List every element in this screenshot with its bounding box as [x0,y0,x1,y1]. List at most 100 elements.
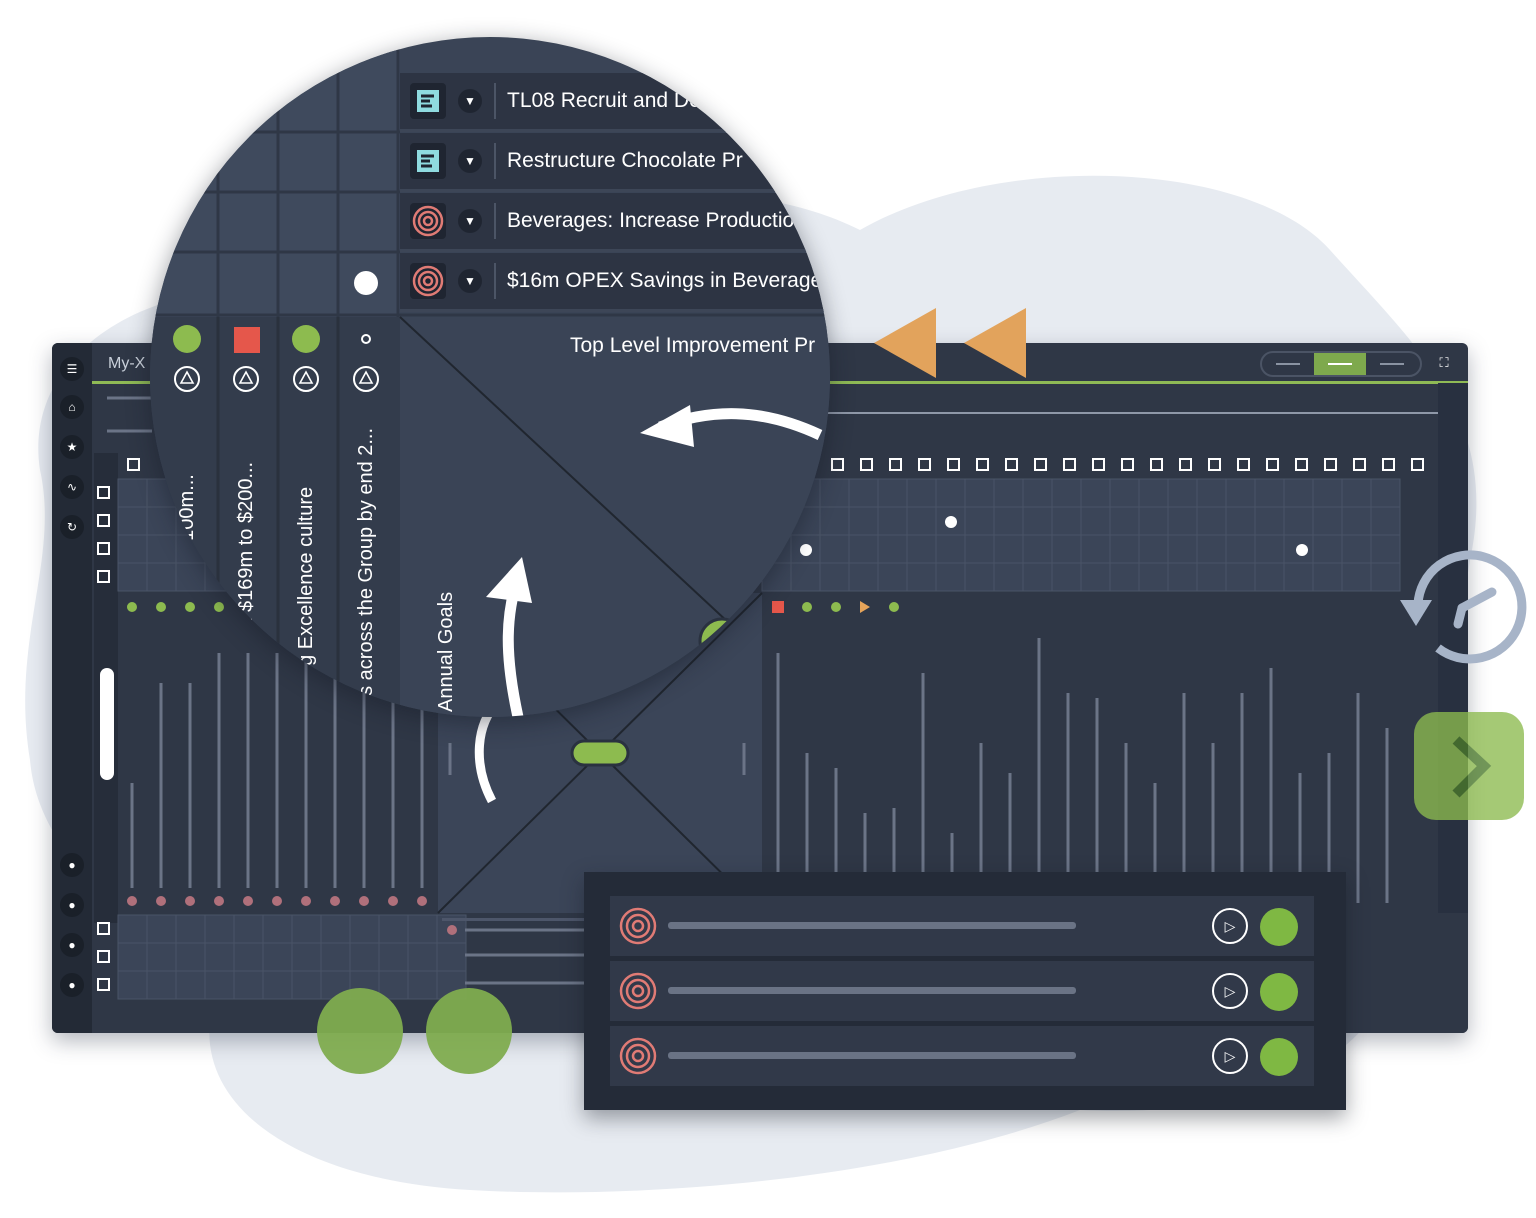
matrix-cell [117,478,148,508]
view-option-2[interactable] [1314,353,1366,375]
matrix-cell [1370,478,1401,508]
matrix-cell [407,942,438,972]
panel-row[interactable]: ▷ [610,1026,1314,1086]
matrix-cell [1022,562,1053,592]
checkbox [831,458,844,471]
checkbox [1237,458,1250,471]
matrix-cell [320,942,351,972]
matrix-cell [117,506,148,536]
matrix-cell [1080,478,1111,508]
document-icon [410,143,446,179]
matrix-cell [877,534,908,564]
matrix-cell [848,478,879,508]
matrix-cell [1051,506,1082,536]
checkbox [1208,458,1221,471]
checkbox [918,458,931,471]
matrix-cell [1138,478,1169,508]
view-option-1[interactable] [1262,353,1314,375]
dot-icon[interactable]: ● [60,893,84,917]
matrix-cell [117,970,148,1000]
checkbox [1324,458,1337,471]
matrix-cell [1138,562,1169,592]
menu-icon[interactable]: ☰ [60,357,84,381]
column-label: gs across the Group by end 2... [355,427,377,707]
bar-dot [243,896,253,906]
document-icon [410,83,446,119]
star-icon[interactable]: ★ [60,435,84,459]
fullscreen-icon[interactable]: ⛶ [1439,355,1449,370]
chevron-right-icon [1452,736,1492,798]
checkbox [1266,458,1279,471]
lens-row[interactable]: ▼ Beverages: Increase Productio [400,193,830,252]
checkbox [97,514,110,527]
matrix-cell [262,942,293,972]
lens-row[interactable]: ▼ $16m OPEX Savings in Beverage [400,253,830,312]
bar-dot [214,896,224,906]
play-icon[interactable]: ▷ [1212,1038,1248,1074]
matrix-cell [848,534,879,564]
dot-icon[interactable]: ● [60,973,84,997]
matrix-cell [407,970,438,1000]
checkbox [889,458,902,471]
chevron-down-icon[interactable]: ▼ [458,209,482,233]
matrix-cell [935,478,966,508]
bar-dot [388,896,398,906]
checkbox [1179,458,1192,471]
lens-row[interactable]: ▼ TL08 Recruit and De [400,73,830,132]
matrix-cell [1312,534,1343,564]
matrix-cell [1283,562,1314,592]
matrix-cell [1341,506,1372,536]
play-icon[interactable]: ▷ [1212,973,1248,1009]
matrix-cell [1312,562,1343,592]
bar-dot [272,896,282,906]
matrix-cell [117,914,148,944]
status-dot [127,602,137,612]
row-label: $16m OPEX Savings in Beverage [507,269,823,292]
refresh-icon[interactable]: ↻ [60,515,84,539]
checkbox [1353,458,1366,471]
matrix-cell [906,478,937,508]
matrix-cell [993,478,1024,508]
decorative-green-dot [317,988,403,1074]
chevron-down-icon[interactable]: ▼ [458,269,482,293]
panel-row[interactable]: ▷ [610,896,1314,956]
matrix-cell [993,562,1024,592]
matrix-cell [906,534,937,564]
matrix-cell [906,562,937,592]
chevron-down-icon[interactable]: ▼ [458,89,482,113]
chevron-down-icon[interactable]: ▼ [458,149,482,173]
lens-grid [150,37,830,717]
trend-icon[interactable]: ∿ [60,475,84,499]
matrix-cell [1167,506,1198,536]
checkbox [1121,458,1134,471]
matrix-cell [204,942,235,972]
progress-bar [668,922,1076,929]
matrix-cell [1080,562,1111,592]
matrix-cell [1051,478,1082,508]
matrix-cell [1254,534,1285,564]
header-label: Top Level Improvement Pr [570,334,816,357]
matrix-cell [407,914,438,944]
view-toggle[interactable] [1260,351,1422,377]
bar-dot [330,896,340,906]
matrix-cell [1167,478,1198,508]
checkbox [976,458,989,471]
row-label: Beverages: Increase Productio [507,209,795,232]
dot-icon[interactable]: ● [60,853,84,877]
matrix-cell [877,562,908,592]
matrix-cell [1022,478,1053,508]
column-label: ng Excellence culture [295,486,317,677]
next-button[interactable] [1414,712,1524,820]
play-icon[interactable]: ▷ [1212,908,1248,944]
view-option-3[interactable] [1366,353,1418,375]
checkbox [97,922,110,935]
status-triangle [860,601,870,613]
bar-dot [156,896,166,906]
matrix-cell [1370,506,1401,536]
dot-icon[interactable]: ● [60,933,84,957]
matrix-cell [964,534,995,564]
home-icon[interactable]: ⌂ [60,395,84,419]
panel-row[interactable]: ▷ [610,961,1314,1021]
lens-row[interactable]: ▼ Restructure Chocolate Pr [400,133,830,192]
window-title: My-X [108,355,146,372]
